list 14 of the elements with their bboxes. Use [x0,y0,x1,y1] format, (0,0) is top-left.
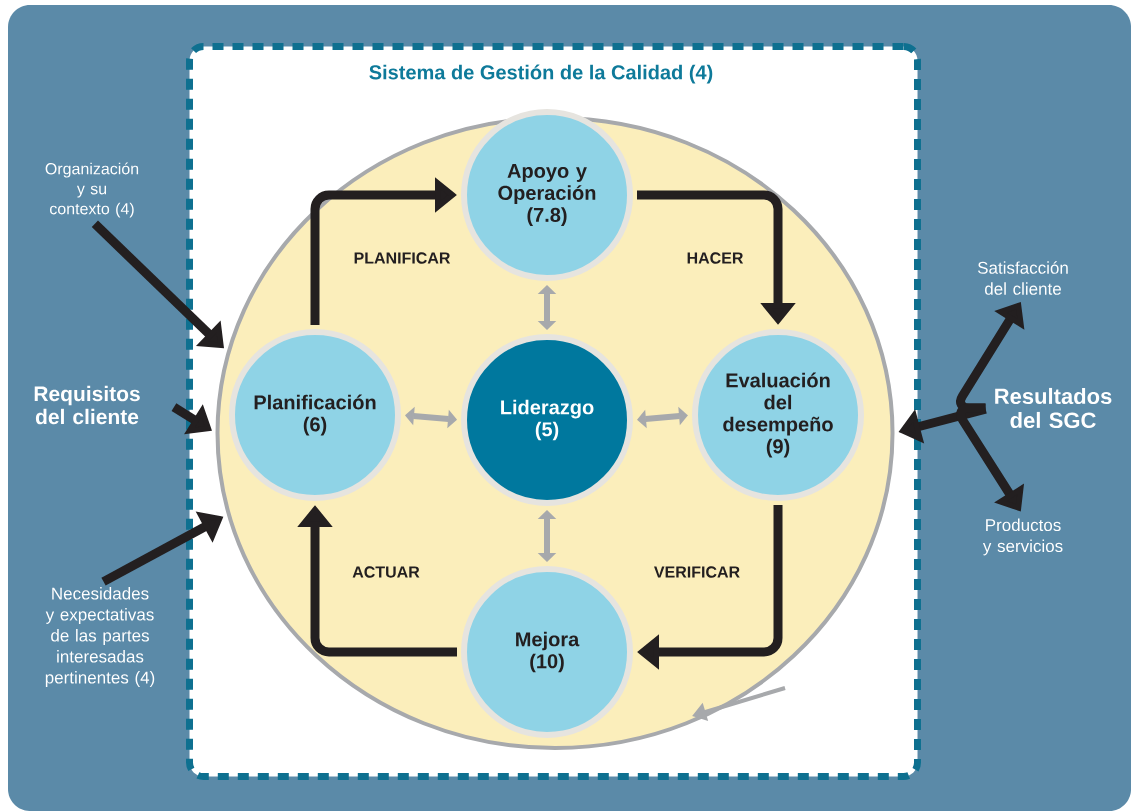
edge-label: ACTUAR [350,564,422,580]
edge-label: HACER [684,250,746,266]
output-text: Productos y servicios [982,518,1063,556]
input-text: Necesidades y expectativas de las partes interesadas pertinentes (4) [45,587,155,687]
edge-label: VERIFICAR [651,564,743,580]
arrow [537,510,557,562]
arrow [537,285,557,330]
edge-label: PLANIFICAR [351,250,453,266]
title: Sistema de Gestión de la Calidad (4) [369,64,713,84]
output-text: Satisfacción del cliente [977,261,1068,295]
output-text: Resultados del SGC [995,387,1112,429]
arrow [637,406,688,429]
input-text: Organización y su contexto (4) [45,162,139,218]
input-text: Requisitos del cliente [34,385,140,425]
